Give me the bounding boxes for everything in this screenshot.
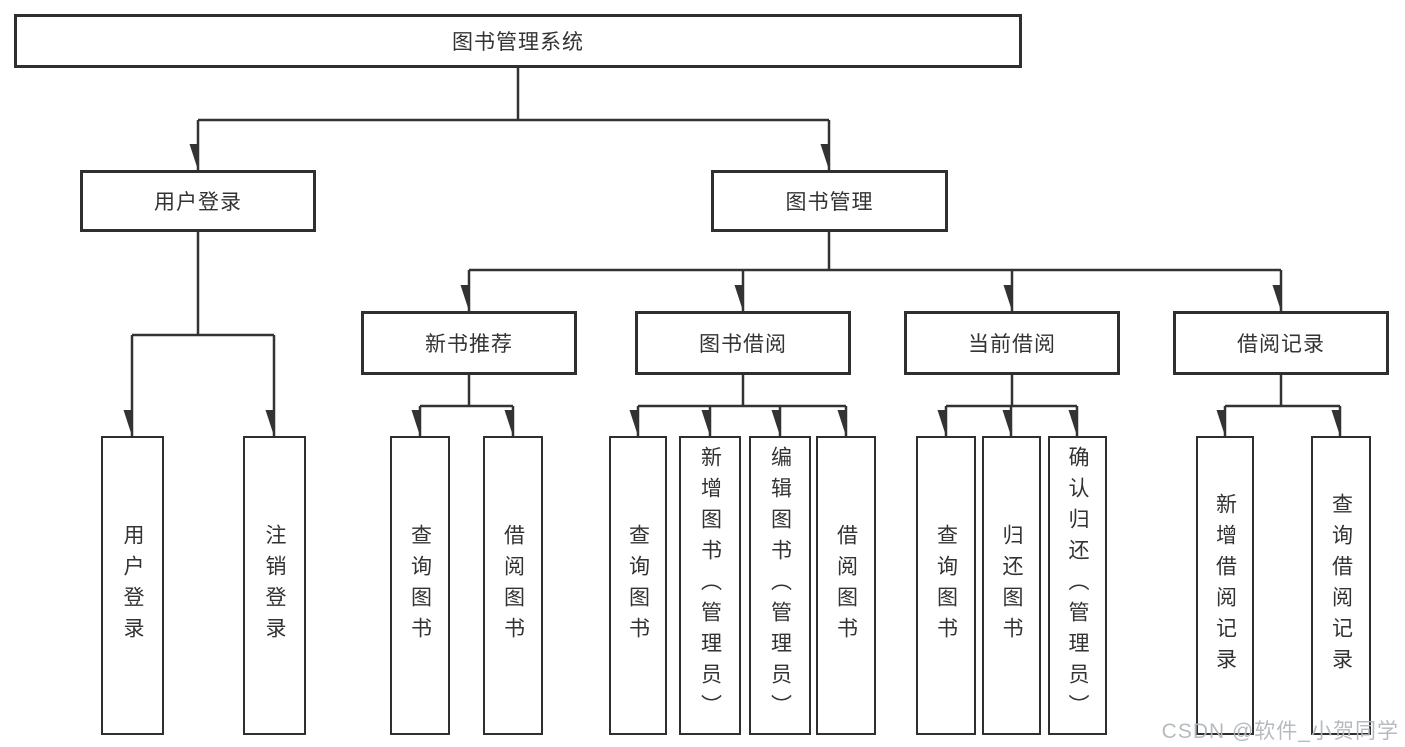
csdn-watermark: CSDN @软件_小贺同学 bbox=[1161, 720, 1399, 743]
leaf-label: 新增图书（管理员） bbox=[698, 446, 722, 725]
node-label: 用户登录 bbox=[154, 191, 242, 214]
leaf-label: 新增借阅记录 bbox=[1213, 492, 1237, 679]
leaf-edit-book-admin: 编辑图书（管理员） bbox=[749, 436, 811, 735]
node-new-book-recommend: 新书推荐 bbox=[361, 311, 577, 375]
leaf-label: 借阅图书 bbox=[501, 523, 525, 648]
leaf-logout: 注销登录 bbox=[243, 436, 306, 735]
leaf-query-books-current: 查询图书 bbox=[916, 436, 976, 735]
leaf-label: 查询图书 bbox=[626, 523, 650, 648]
leaf-label: 用户登录 bbox=[121, 523, 144, 648]
leaf-add-book-admin: 新增图书（管理员） bbox=[679, 436, 741, 735]
leaf-confirm-return-admin: 确认归还（管理员） bbox=[1048, 436, 1107, 735]
leaf-label: 查询借阅记录 bbox=[1329, 492, 1353, 679]
node-borrow-records: 借阅记录 bbox=[1173, 311, 1389, 375]
node-user-login: 用户登录 bbox=[80, 170, 316, 232]
node-library-management-system: 图书管理系统 bbox=[14, 14, 1022, 68]
leaf-user-login: 用户登录 bbox=[101, 436, 164, 735]
leaf-label: 确认归还（管理员） bbox=[1066, 446, 1089, 725]
node-label: 图书管理系统 bbox=[452, 31, 584, 54]
leaf-borrow-books: 借阅图书 bbox=[816, 436, 876, 735]
node-label: 借阅记录 bbox=[1237, 333, 1325, 356]
leaf-label: 编辑图书（管理员） bbox=[768, 446, 792, 725]
node-book-borrow: 图书借阅 bbox=[635, 311, 851, 375]
node-label: 新书推荐 bbox=[425, 333, 513, 356]
node-label: 图书借阅 bbox=[699, 333, 787, 356]
leaf-return-book: 归还图书 bbox=[982, 436, 1041, 735]
leaf-label: 归还图书 bbox=[1000, 523, 1023, 648]
leaf-add-borrow-record: 新增借阅记录 bbox=[1196, 436, 1254, 735]
leaf-label: 注销登录 bbox=[263, 523, 286, 648]
node-label: 图书管理 bbox=[785, 191, 874, 214]
node-current-borrow: 当前借阅 bbox=[904, 311, 1120, 375]
leaf-label: 借阅图书 bbox=[834, 523, 858, 648]
leaf-borrow-books-recommend: 借阅图书 bbox=[483, 436, 543, 735]
leaf-query-books-borrow: 查询图书 bbox=[609, 436, 667, 735]
leaf-label: 查询图书 bbox=[408, 523, 432, 648]
node-book-management: 图书管理 bbox=[711, 170, 948, 232]
node-label: 当前借阅 bbox=[968, 333, 1056, 356]
leaf-query-books-recommend: 查询图书 bbox=[390, 436, 450, 735]
leaf-label: 查询图书 bbox=[934, 523, 958, 648]
leaf-query-borrow-record: 查询借阅记录 bbox=[1311, 436, 1371, 735]
